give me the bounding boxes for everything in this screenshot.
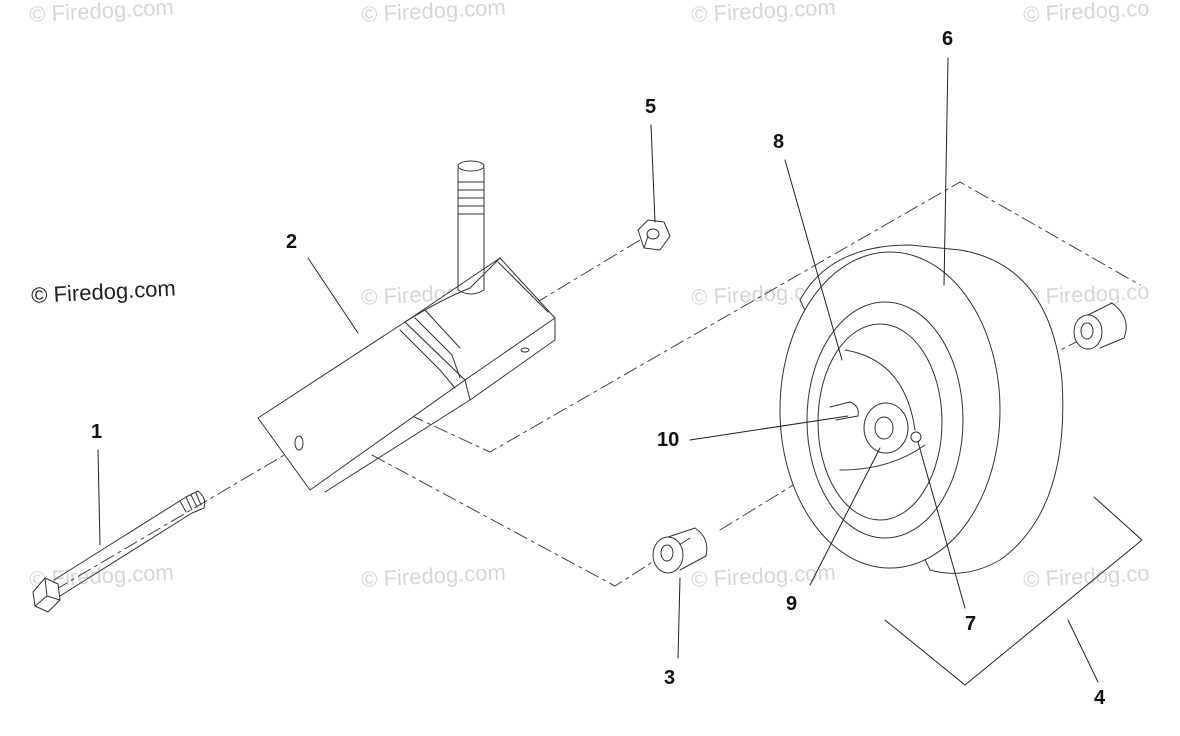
wheel-part [779,244,1064,574]
callout-4: 4 [1094,687,1106,709]
callout-10: 10 [657,429,680,451]
callout-6: 6 [942,28,954,50]
nut-part [637,219,671,251]
callout-5: 5 [645,96,657,118]
callout-2: 2 [286,231,298,253]
assembly-bracket [884,496,1143,686]
spacer-part-right [1073,302,1127,350]
bolt-part [32,490,206,613]
callout-3: 3 [664,667,676,689]
callout-1: 1 [91,421,103,443]
spacer-part [652,527,708,574]
leader-lines [97,57,1099,683]
callout-7: 7 [965,613,977,635]
callout-9: 9 [786,593,798,615]
caster-bracket-part [257,160,556,493]
callout-8: 8 [773,131,785,153]
